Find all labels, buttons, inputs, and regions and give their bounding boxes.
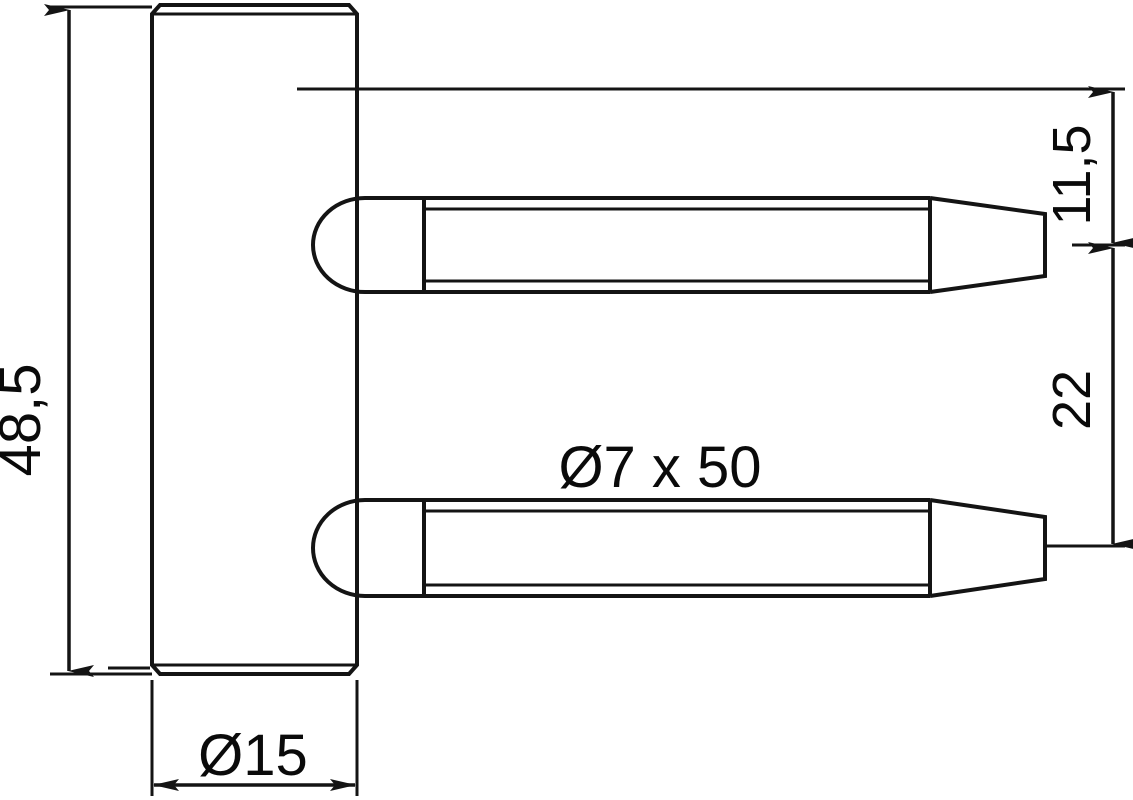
dimension-lines (44, 4, 1133, 791)
dimension-label-top-offset: 11,5 (1042, 124, 1102, 225)
lower-pin-outline (311, 498, 1047, 598)
extension-lines (50, 5, 1125, 796)
mounting-plate-outline (150, 3, 359, 676)
dimension-label-overall-height: 48,5 (0, 364, 53, 477)
dimension-label-pin-spec: Ø7 x 50 (558, 435, 761, 500)
upper-pin-outline (311, 196, 1047, 294)
dimension-label-plate-diameter: Ø15 (198, 723, 308, 788)
dimension-label-pin-spacing: 22 (1042, 370, 1102, 430)
